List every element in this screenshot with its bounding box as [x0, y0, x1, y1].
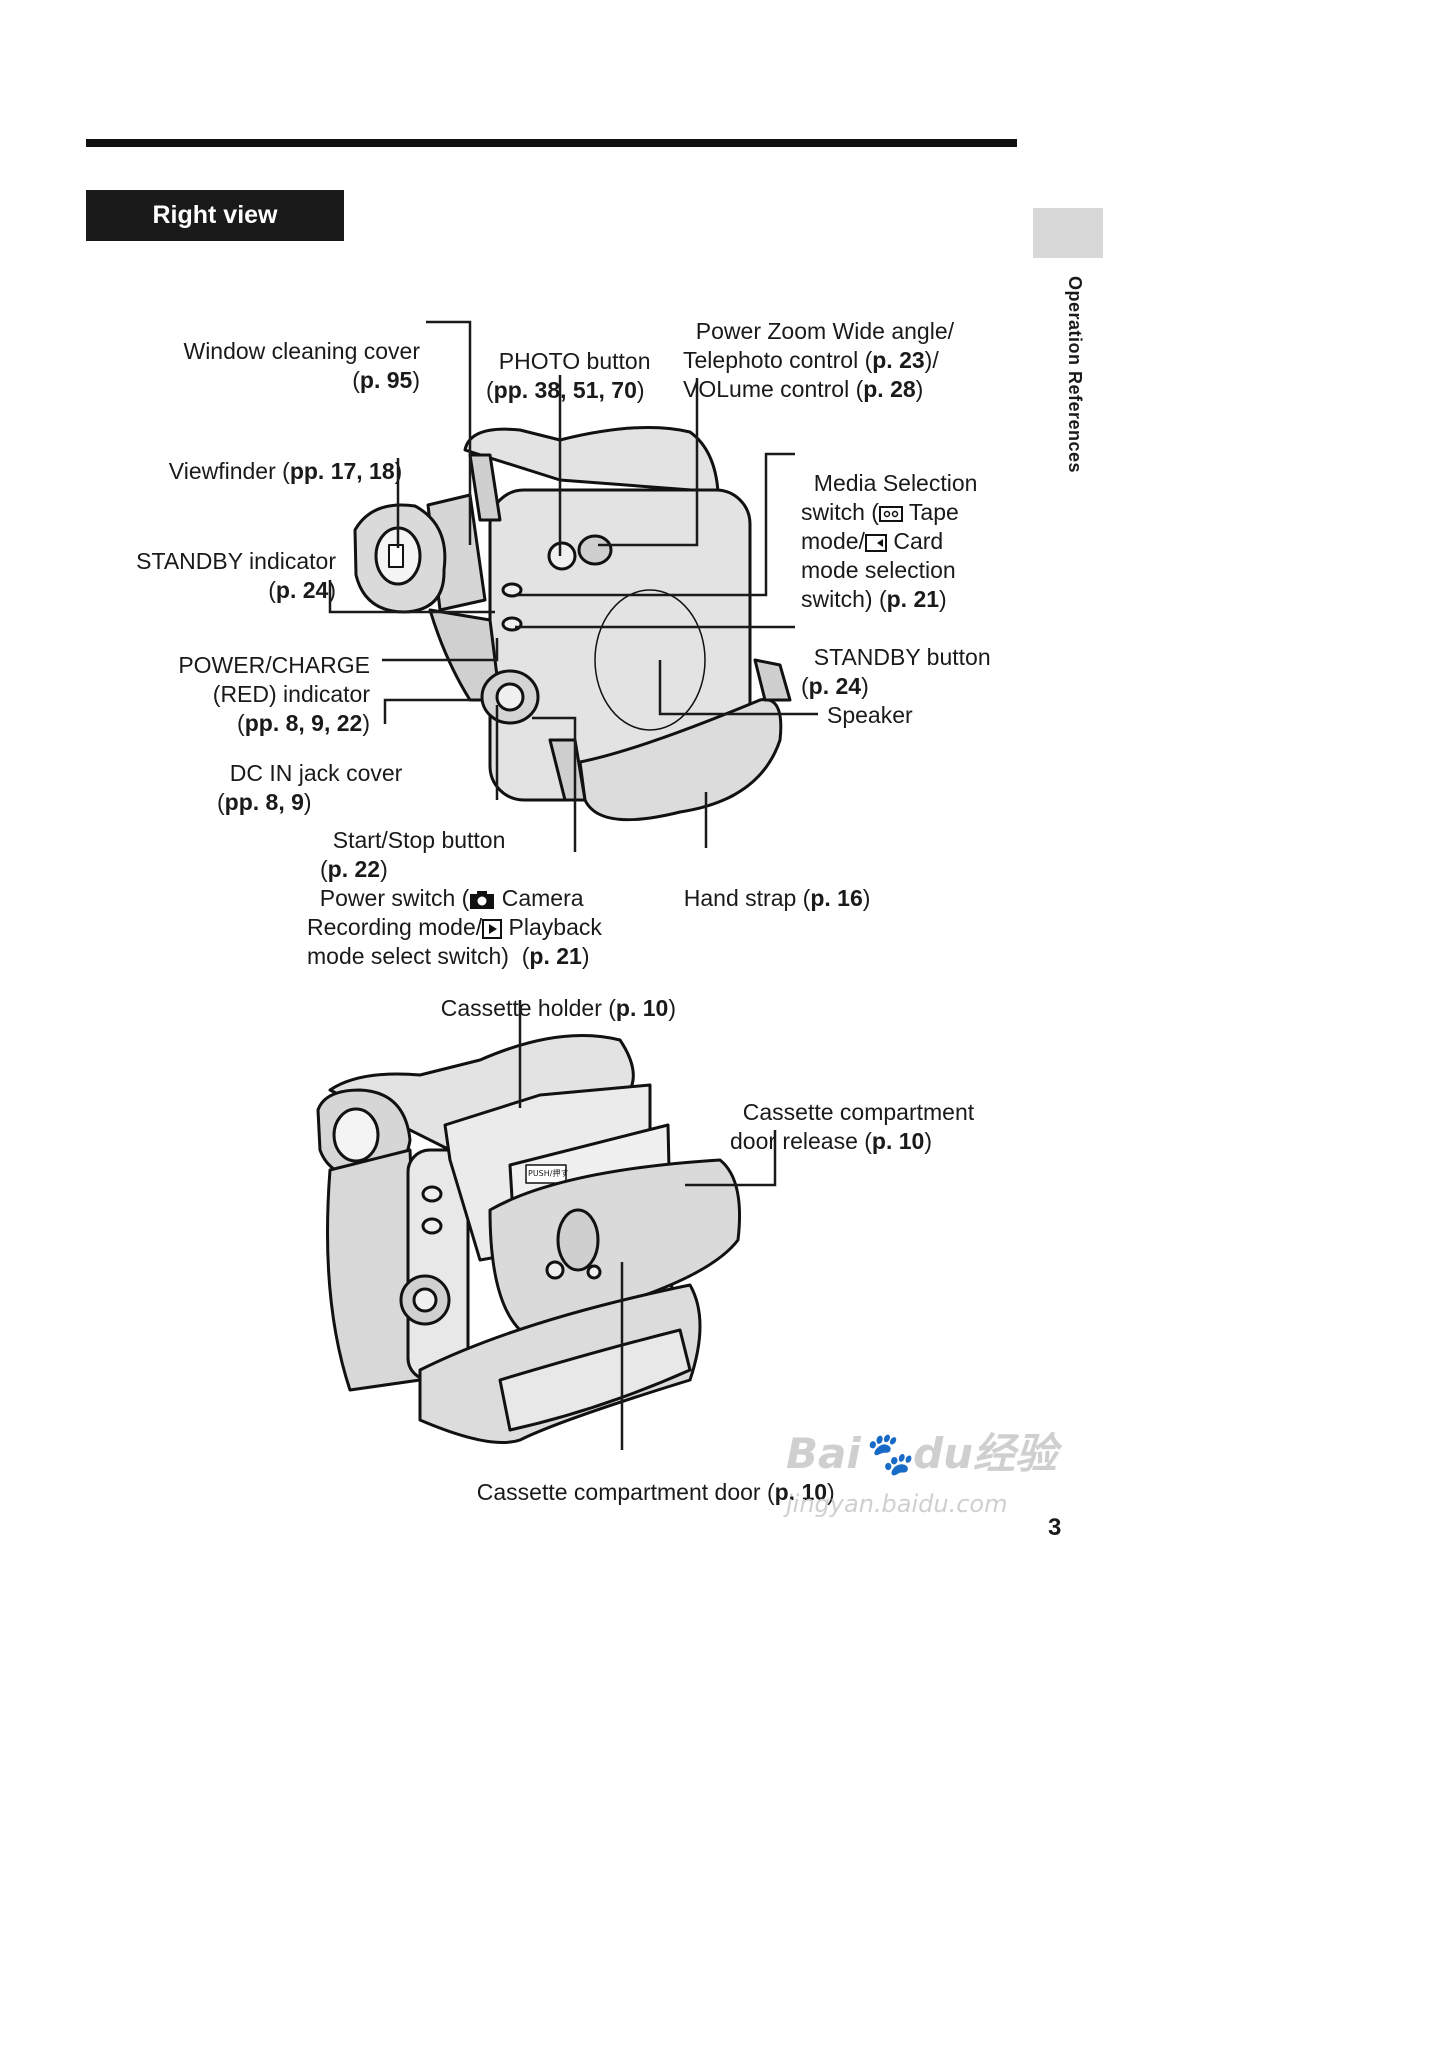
leader-window-cleaning [426, 320, 472, 545]
label-hand-strap: Hand strap (p. 16) [683, 885, 871, 911]
label-power-charge-indicator: POWER/CHARGE(RED) indicator(pp. 8, 9, 22… [178, 652, 370, 736]
label-start-stop-button: Start/Stop button(p. 22) [320, 827, 506, 882]
section-title: Right view [86, 190, 344, 241]
leader-media [515, 452, 795, 597]
watermark-url: jingyan.baidu.com [786, 1490, 1008, 1518]
leader-power-charge [382, 638, 499, 662]
leader-zoom [598, 378, 699, 547]
leader-lines [328, 320, 818, 1450]
label-standby-button: STANDBY button(p. 24) [801, 644, 991, 699]
label-cassette-holder: Cassette holder (p. 10) [440, 995, 677, 1021]
top-rule [86, 139, 1017, 147]
side-tab-label: Operation References [1065, 276, 1085, 474]
leader-standby-ind [328, 580, 495, 614]
push-label: PUSH/押す [528, 1169, 569, 1178]
side-tab-marker [1033, 208, 1103, 258]
paw-icon: 🐾 [860, 1429, 914, 1478]
leader-speaker [658, 660, 818, 716]
camcorder-cassette-view-drawing [316, 1034, 742, 1444]
label-standby-indicator: STANDBY indicator(p. 24) [136, 548, 336, 603]
label-viewfinder: Viewfinder (pp. 17, 18) [168, 458, 403, 484]
label-cassette-compartment-door: Cassette compartment door (p. 10) [476, 1479, 835, 1505]
camcorder-right-view-drawing [353, 426, 792, 822]
leader-door-release [685, 1130, 777, 1187]
tape-icon [878, 505, 903, 522]
leader-dc-in [383, 698, 470, 724]
label-window-cleaning-cover: Window cleaning cover(p. 95) [183, 338, 420, 393]
label-speaker: Speaker [827, 702, 913, 728]
leader-power-switch [532, 716, 577, 852]
page-number: 3 [1048, 1514, 1062, 1541]
camera-icon [470, 890, 495, 909]
card-icon [864, 533, 887, 552]
label-dc-in-jack-cover: DC IN jack cover(pp. 8, 9) [217, 760, 403, 815]
watermark-logo: Bai🐾du经验 [786, 1429, 1058, 1478]
camcorder-illustrations [316, 320, 818, 1450]
label-photo-button: PHOTO button(pp. 38, 51, 70) [486, 348, 651, 403]
label-power-zoom: Power Zoom Wide angle/Telephoto control … [683, 318, 955, 402]
playback-icon [482, 918, 503, 939]
